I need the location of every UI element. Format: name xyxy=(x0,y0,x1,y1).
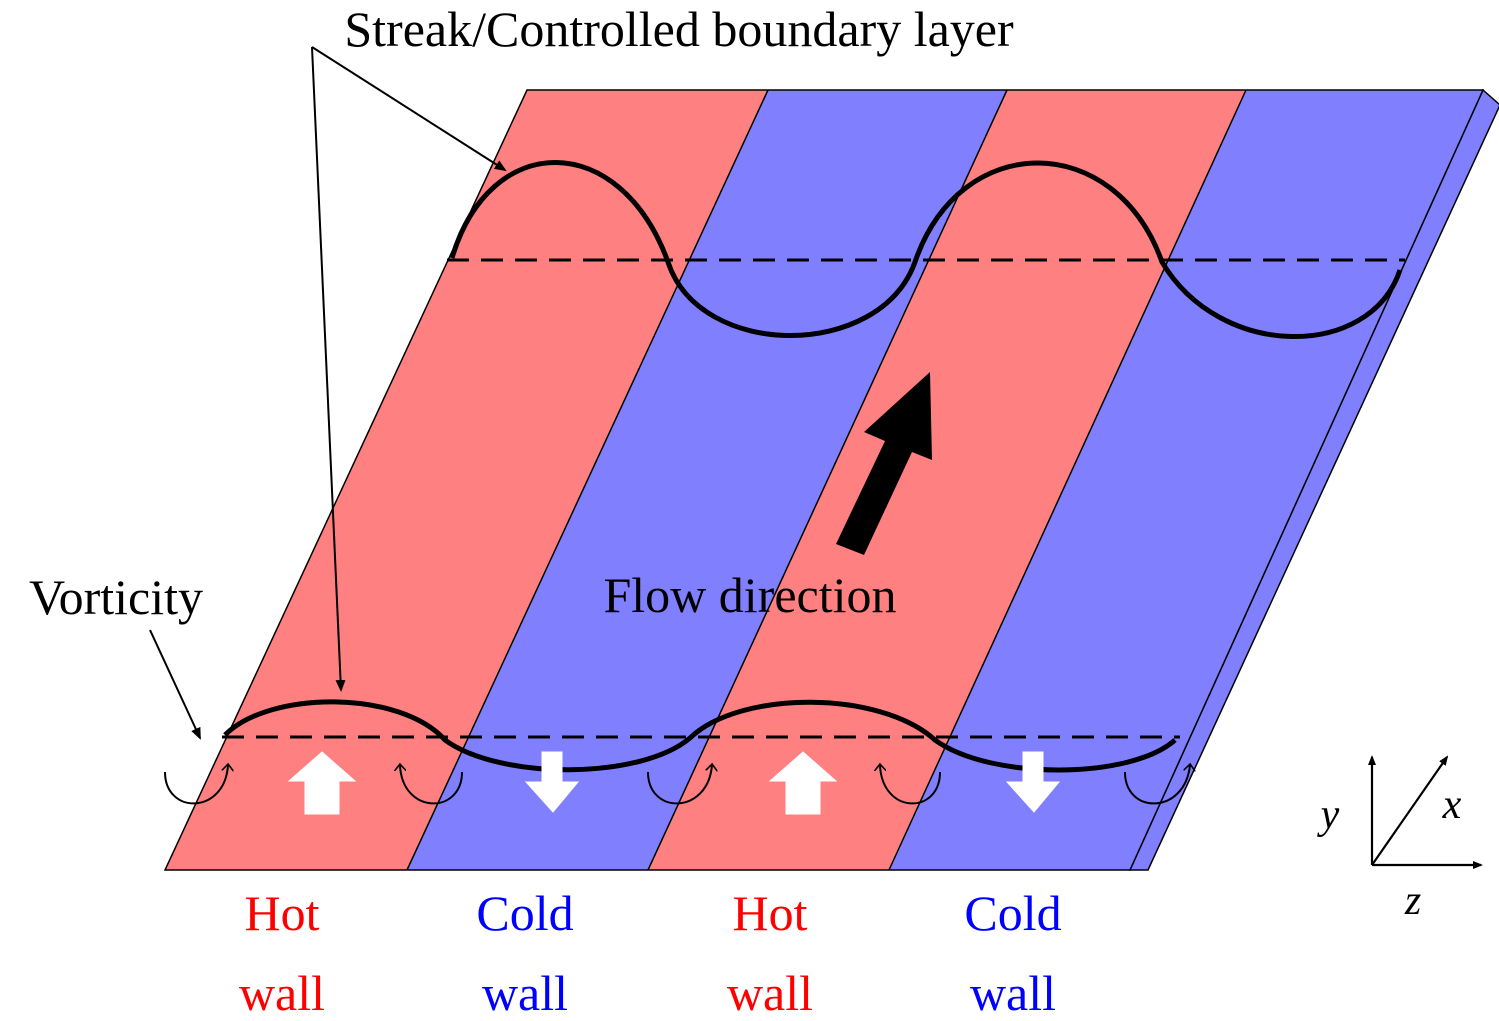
x-axis-line xyxy=(1371,755,1449,866)
down-arrow-2 xyxy=(1005,751,1061,813)
wall-label-1-line2: wall xyxy=(239,965,325,1021)
wall-label-1-line1: Hot xyxy=(245,885,320,941)
wall-label-3-line1: Hot xyxy=(733,885,808,941)
stripe-cold-wall-1 xyxy=(407,90,1007,870)
axis-label-z: z xyxy=(1404,878,1421,924)
up-arrow-1 xyxy=(287,751,357,815)
wall-label-4-line2: wall xyxy=(970,965,1056,1021)
vorticity-label: Vorticity xyxy=(29,569,203,625)
axes-glyph xyxy=(1368,755,1483,869)
upper-streak-curve xyxy=(449,160,1403,339)
white-wall-arrows xyxy=(287,751,1061,815)
up-arrow-2 xyxy=(768,751,838,815)
leader-to-upper-streak xyxy=(311,46,507,172)
wall-label-2-line1: Cold xyxy=(476,885,573,941)
axis-label-y: y xyxy=(1317,792,1340,838)
down-arrow-1 xyxy=(524,751,580,813)
wall-label-2-line2: wall xyxy=(482,965,568,1021)
lower-streak-curve xyxy=(223,699,1177,773)
vorticity-arrows xyxy=(164,765,1190,805)
axis-label-x: x xyxy=(1442,782,1462,828)
stripe-hot-wall-2 xyxy=(648,90,1246,870)
wall-label-4-line1: Cold xyxy=(964,885,1061,941)
leader-to-lower-streak xyxy=(311,46,346,692)
leader-lines xyxy=(149,46,507,740)
leader-vorticity xyxy=(149,629,201,740)
stripe-borders xyxy=(163,89,1485,871)
flow-direction-label: Flow direction xyxy=(603,567,896,623)
stripe-hot-wall-1 xyxy=(165,90,768,870)
stripe-cold-wall-2 xyxy=(889,90,1483,870)
flow-direction-arrow xyxy=(836,372,932,555)
streak-title: Streak/Controlled boundary layer xyxy=(344,1,1014,57)
wall-label-3-line2: wall xyxy=(727,965,813,1021)
